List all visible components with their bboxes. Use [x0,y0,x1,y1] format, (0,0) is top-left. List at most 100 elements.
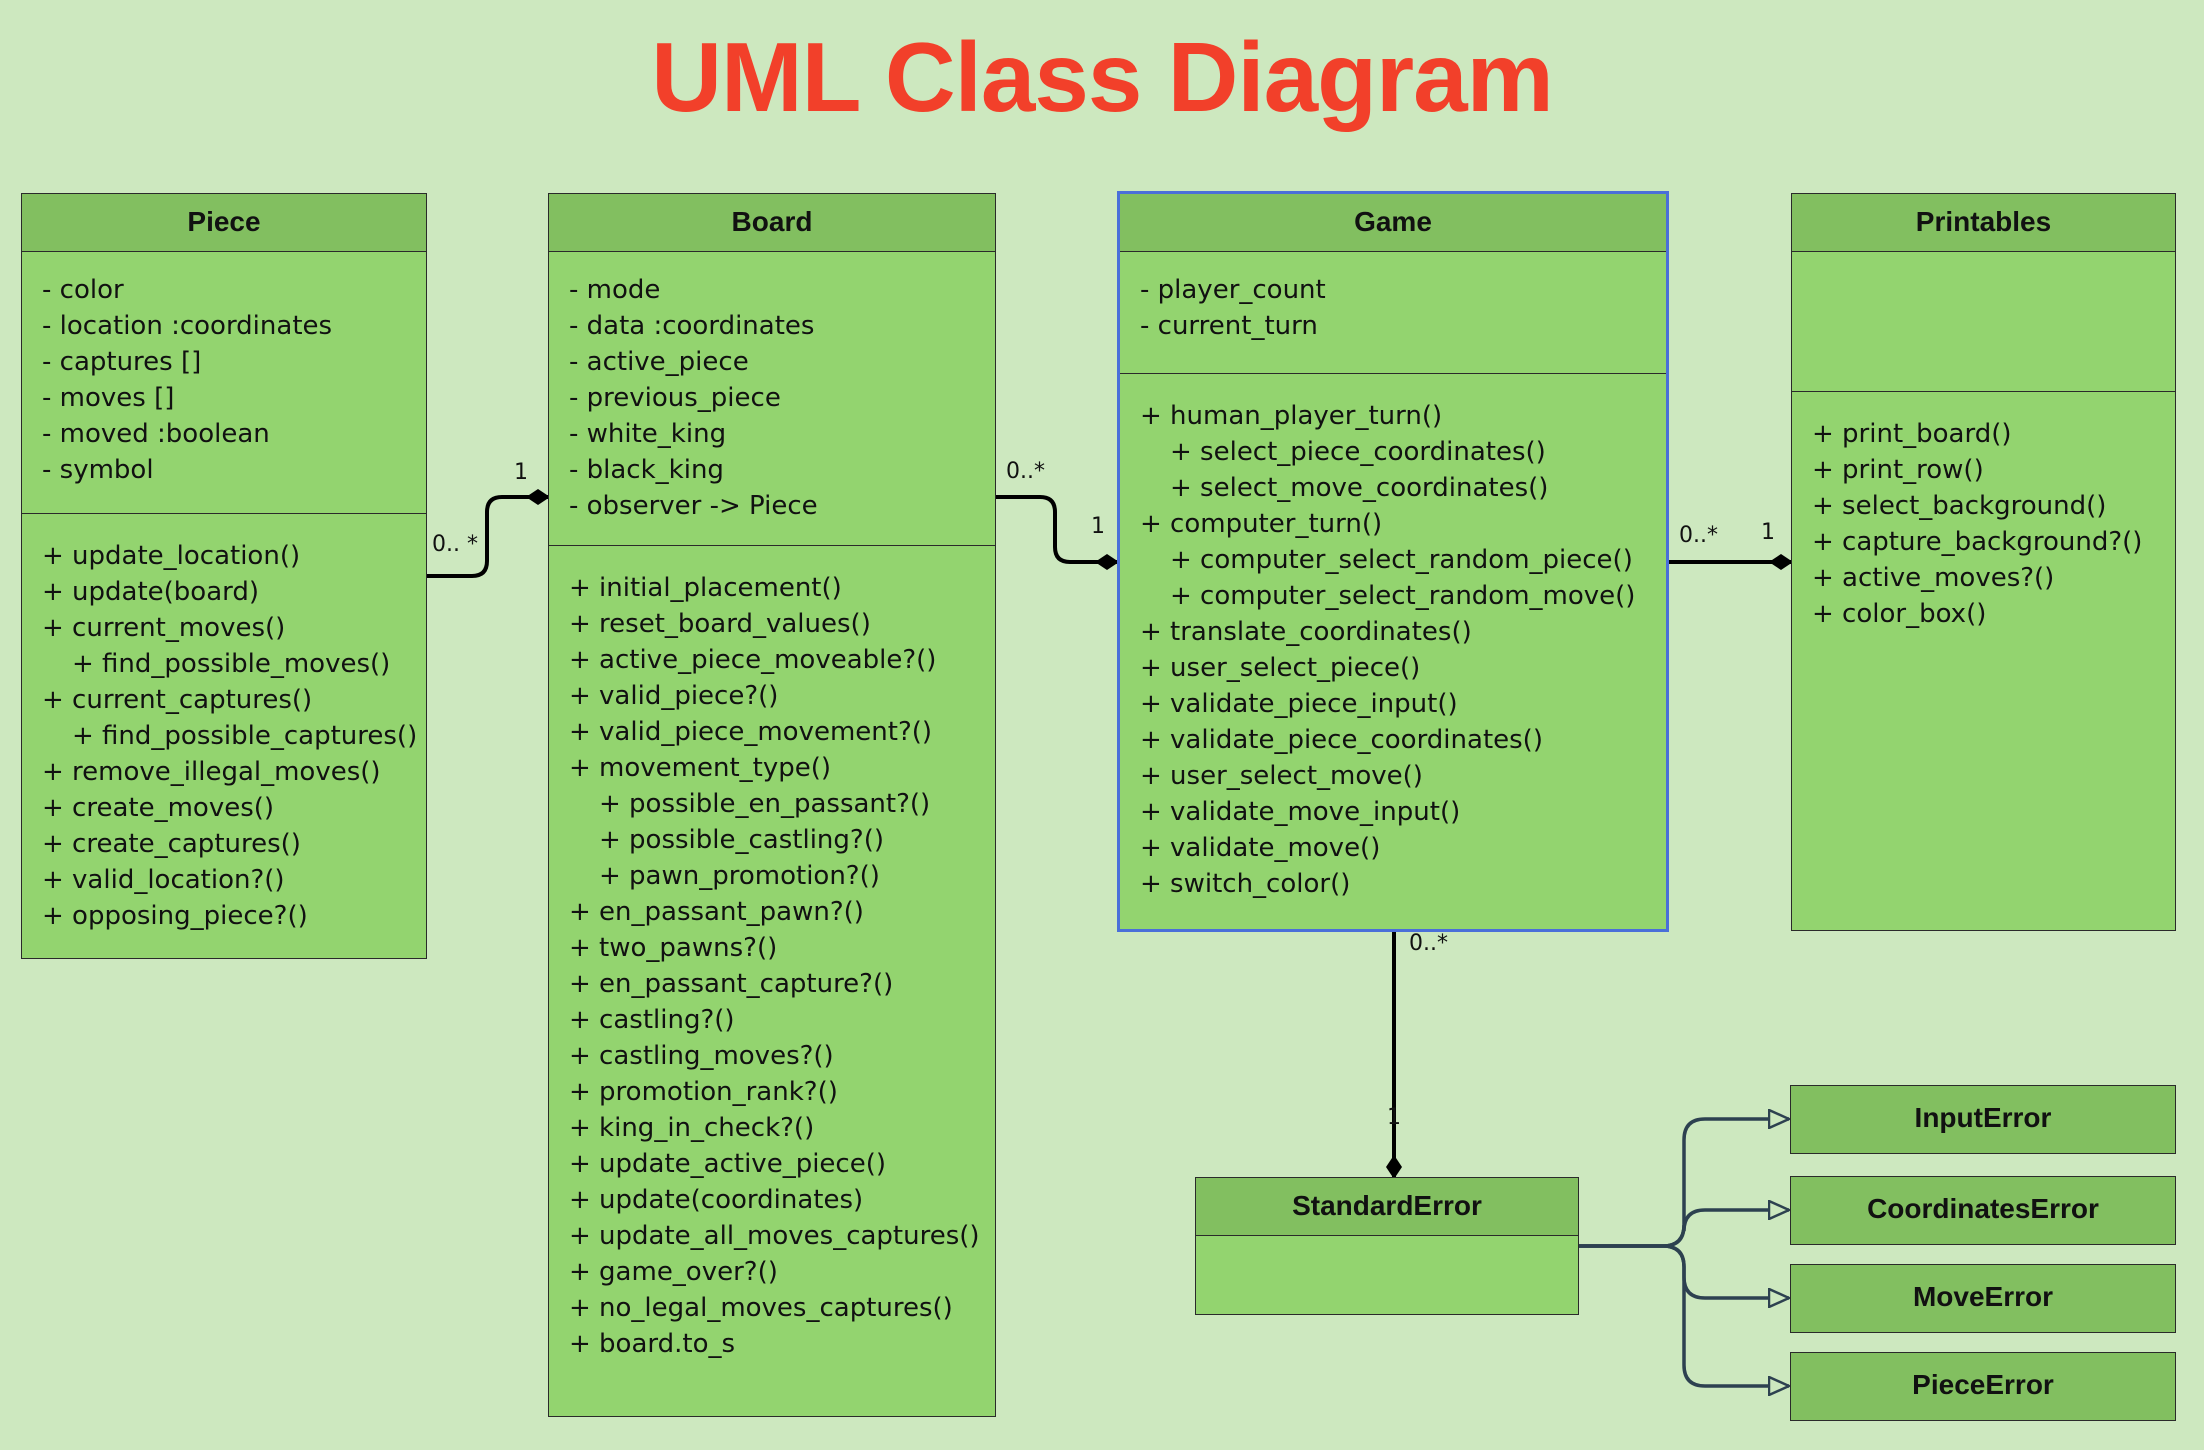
piece-board-association[interactable] [427,489,550,578]
operation: + game_over?() [569,1257,778,1287]
multiplicity-board-end-game: 0..* [1006,459,1045,484]
operations-section: + human_player_turn() + select_piece_coor… [1120,374,1666,902]
operation: + castling?() [569,1005,735,1035]
inheritance-piece-error[interactable] [1579,1244,1789,1386]
class-board[interactable]: Board - mode - data :coordinates - active_… [548,193,996,1417]
attribute: - data :coordinates [569,311,815,341]
operation: + initial_placement() [569,573,842,603]
attribute: - location :coordinates [42,311,333,341]
operation: + promotion_rank?() [569,1077,838,1107]
class-input-error[interactable]: InputError [1790,1085,2176,1154]
operation: + movement_type() [569,753,832,783]
class-game[interactable]: Game - player_count - current_turn + huma… [1117,191,1669,932]
operation: + active_piece_moveable?() [569,645,937,675]
operation: + human_player_turn() [1140,401,1443,431]
operation: + valid_piece_movement?() [569,717,933,747]
operation: + color_box() [1812,599,1987,629]
attribute: - observer -> Piece [569,491,818,521]
operations-section: + initial_placement() + reset_board_value… [549,546,995,1362]
operation: + update_all_moves_captures() [569,1221,980,1251]
class-name: InputError [1791,1086,2175,1153]
multiplicity-board-end-piece: 1 [514,460,528,485]
operation: + computer_turn() [1140,509,1383,539]
operation: + validate_move_input() [1140,797,1461,827]
class-name: Piece [22,194,426,252]
diagram-title: UML Class Diagram [651,22,1554,132]
operations-section: + print_board() + print_row() + select_bac… [1792,392,2175,632]
operation: + update_location() [42,541,301,571]
operation: + user_select_move() [1140,761,1423,791]
operation: + computer_select_random_move() [1170,581,1636,611]
operation: + translate_coordinates() [1140,617,1472,647]
multiplicity-game-end-printables: 0..* [1679,523,1718,548]
operation: + print_row() [1812,455,1984,485]
inheritance-coordinates-error[interactable] [1579,1210,1789,1248]
attribute: - moved :boolean [42,419,270,449]
operation: + valid_location?() [42,865,285,895]
attribute: - black_king [569,455,724,485]
class-name: CoordinatesError [1791,1177,2175,1244]
attribute: - current_turn [1140,311,1318,341]
class-name: Game [1120,194,1666,252]
class-name: Board [549,194,995,252]
operation: + reset_board_values() [569,609,871,639]
attribute: - mode [569,275,661,305]
attribute: - color [42,275,124,305]
operation: + user_select_piece() [1140,653,1421,683]
operation: + create_moves() [42,793,275,823]
operation: + possible_en_passant?() [599,789,931,819]
operation: + update_active_piece() [569,1149,886,1179]
operation: + validate_move() [1140,833,1381,863]
operation: + no_legal_moves_captures() [569,1293,953,1323]
class-standard-error[interactable]: StandardError [1195,1177,1579,1315]
class-coordinates-error[interactable]: CoordinatesError [1790,1176,2176,1245]
operation: + current_captures() [42,685,313,715]
operation: + valid_piece?() [569,681,779,711]
operation: + switch_color() [1140,869,1351,899]
operation: + pawn_promotion?() [599,861,880,891]
operation: + king_in_check?() [569,1113,815,1143]
class-name: Printables [1792,194,2175,252]
operation: + find_possible_moves() [72,649,391,679]
attribute: - white_king [569,419,727,449]
attribute: - previous_piece [569,383,781,413]
operation: + board.to_s [569,1329,736,1359]
attributes-section [1792,252,2175,392]
operation: + validate_piece_input() [1140,689,1458,719]
operation: + en_passant_capture?() [569,969,894,999]
attribute: - captures [] [42,347,202,377]
attributes-section: - player_count - current_turn [1120,252,1666,374]
operation: + find_possible_captures() [72,721,418,751]
operation: + select_background() [1812,491,2107,521]
operation: + en_passant_pawn?() [569,897,864,927]
operation: + remove_illegal_moves() [42,757,381,787]
attribute: - symbol [42,455,154,485]
attributes-section: - color - location :coordinates - captures… [22,252,426,514]
operation: + update(board) [42,577,260,607]
multiplicity-game-end-board: 1 [1091,514,1105,539]
multiplicity-game-end-error: 0..* [1409,931,1448,956]
operation: + select_piece_coordinates() [1170,437,1546,467]
class-piece[interactable]: Piece - color - location :coordinates - ca… [21,193,427,959]
class-piece-error[interactable]: PieceError [1790,1352,2176,1421]
attribute: - active_piece [569,347,749,377]
board-game-association[interactable] [996,495,1119,570]
attributes-section: - mode - data :coordinates - active_piece -… [549,252,995,546]
attribute: - moves [] [42,383,175,413]
operation: + possible_castling?() [599,825,884,855]
operation: + capture_background?() [1812,527,2143,557]
class-move-error[interactable]: MoveError [1790,1264,2176,1333]
operations-section: + update_location() + update(board) + curr… [22,514,426,934]
operation: + print_board() [1812,419,2012,449]
operation: + update(coordinates) [569,1185,864,1215]
class-printables[interactable]: Printables + print_board()+ print_row()+… [1791,193,2176,931]
operation: + current_moves() [42,613,286,643]
attribute: - player_count [1140,275,1326,305]
multiplicity-error-end: 1 [1387,1105,1401,1130]
multiplicity-piece-end: 0.. * [432,532,478,557]
operation: + validate_piece_coordinates() [1140,725,1543,755]
class-name: PieceError [1791,1353,2175,1420]
operation: + computer_select_random_piece() [1170,545,1633,575]
operation: + castling_moves?() [569,1041,834,1071]
class-name: MoveError [1791,1265,2175,1332]
